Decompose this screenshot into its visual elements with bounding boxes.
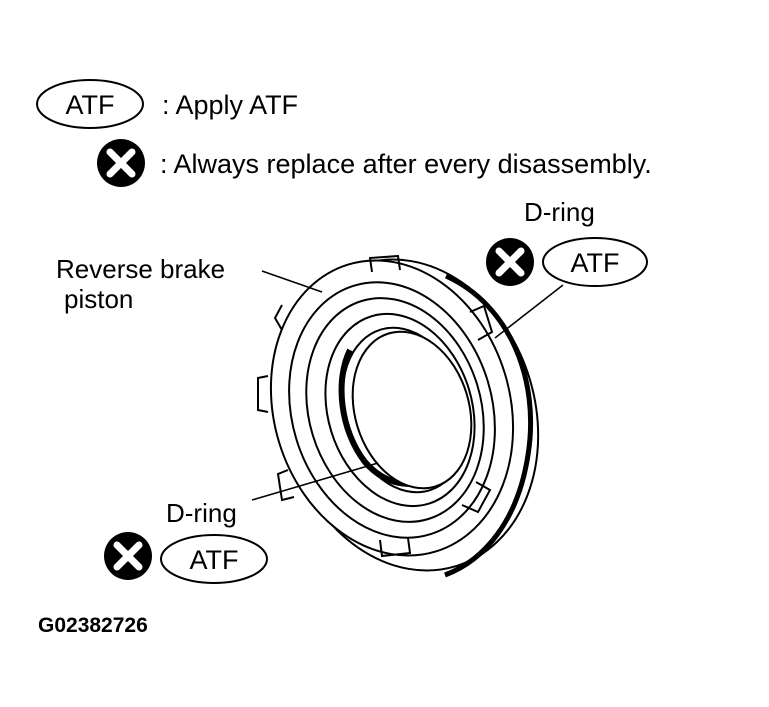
replace-x-icon (486, 238, 534, 286)
replace-x-icon (104, 532, 152, 580)
outer-atf-label: ATF (571, 248, 620, 278)
callout-inner-d-ring: D-ring ATF (104, 462, 379, 584)
atf-oval-icon (542, 237, 648, 287)
legend: ATF : Apply ATF : Always replace after e… (36, 79, 652, 187)
inner-d-ring-label: D-ring (166, 498, 237, 528)
callout-outer-d-ring: D-ring ATF (486, 197, 648, 339)
figure-code: G02382726 (38, 614, 148, 637)
legend-replace-description: : Always replace after every disassembly… (160, 149, 652, 179)
piston-leader-line (261, 270, 323, 293)
outer-d-ring-label: D-ring (524, 197, 595, 227)
inner-d-ring-leader-line (251, 462, 379, 501)
piston-label-line1: Reverse brake (56, 254, 225, 284)
atf-oval-icon (160, 534, 268, 584)
outer-d-ring-leader-line (494, 284, 564, 339)
replace-x-icon (97, 139, 145, 187)
atf-oval-icon (36, 79, 144, 129)
piston-label-line2: piston (64, 284, 133, 314)
callout-reverse-brake-piston: Reverse brake piston (56, 254, 323, 314)
legend-atf-badge: ATF (66, 90, 115, 120)
legend-atf-description: : Apply ATF (162, 90, 298, 120)
piston-illustration (257, 254, 540, 578)
inner-atf-label: ATF (190, 545, 239, 575)
